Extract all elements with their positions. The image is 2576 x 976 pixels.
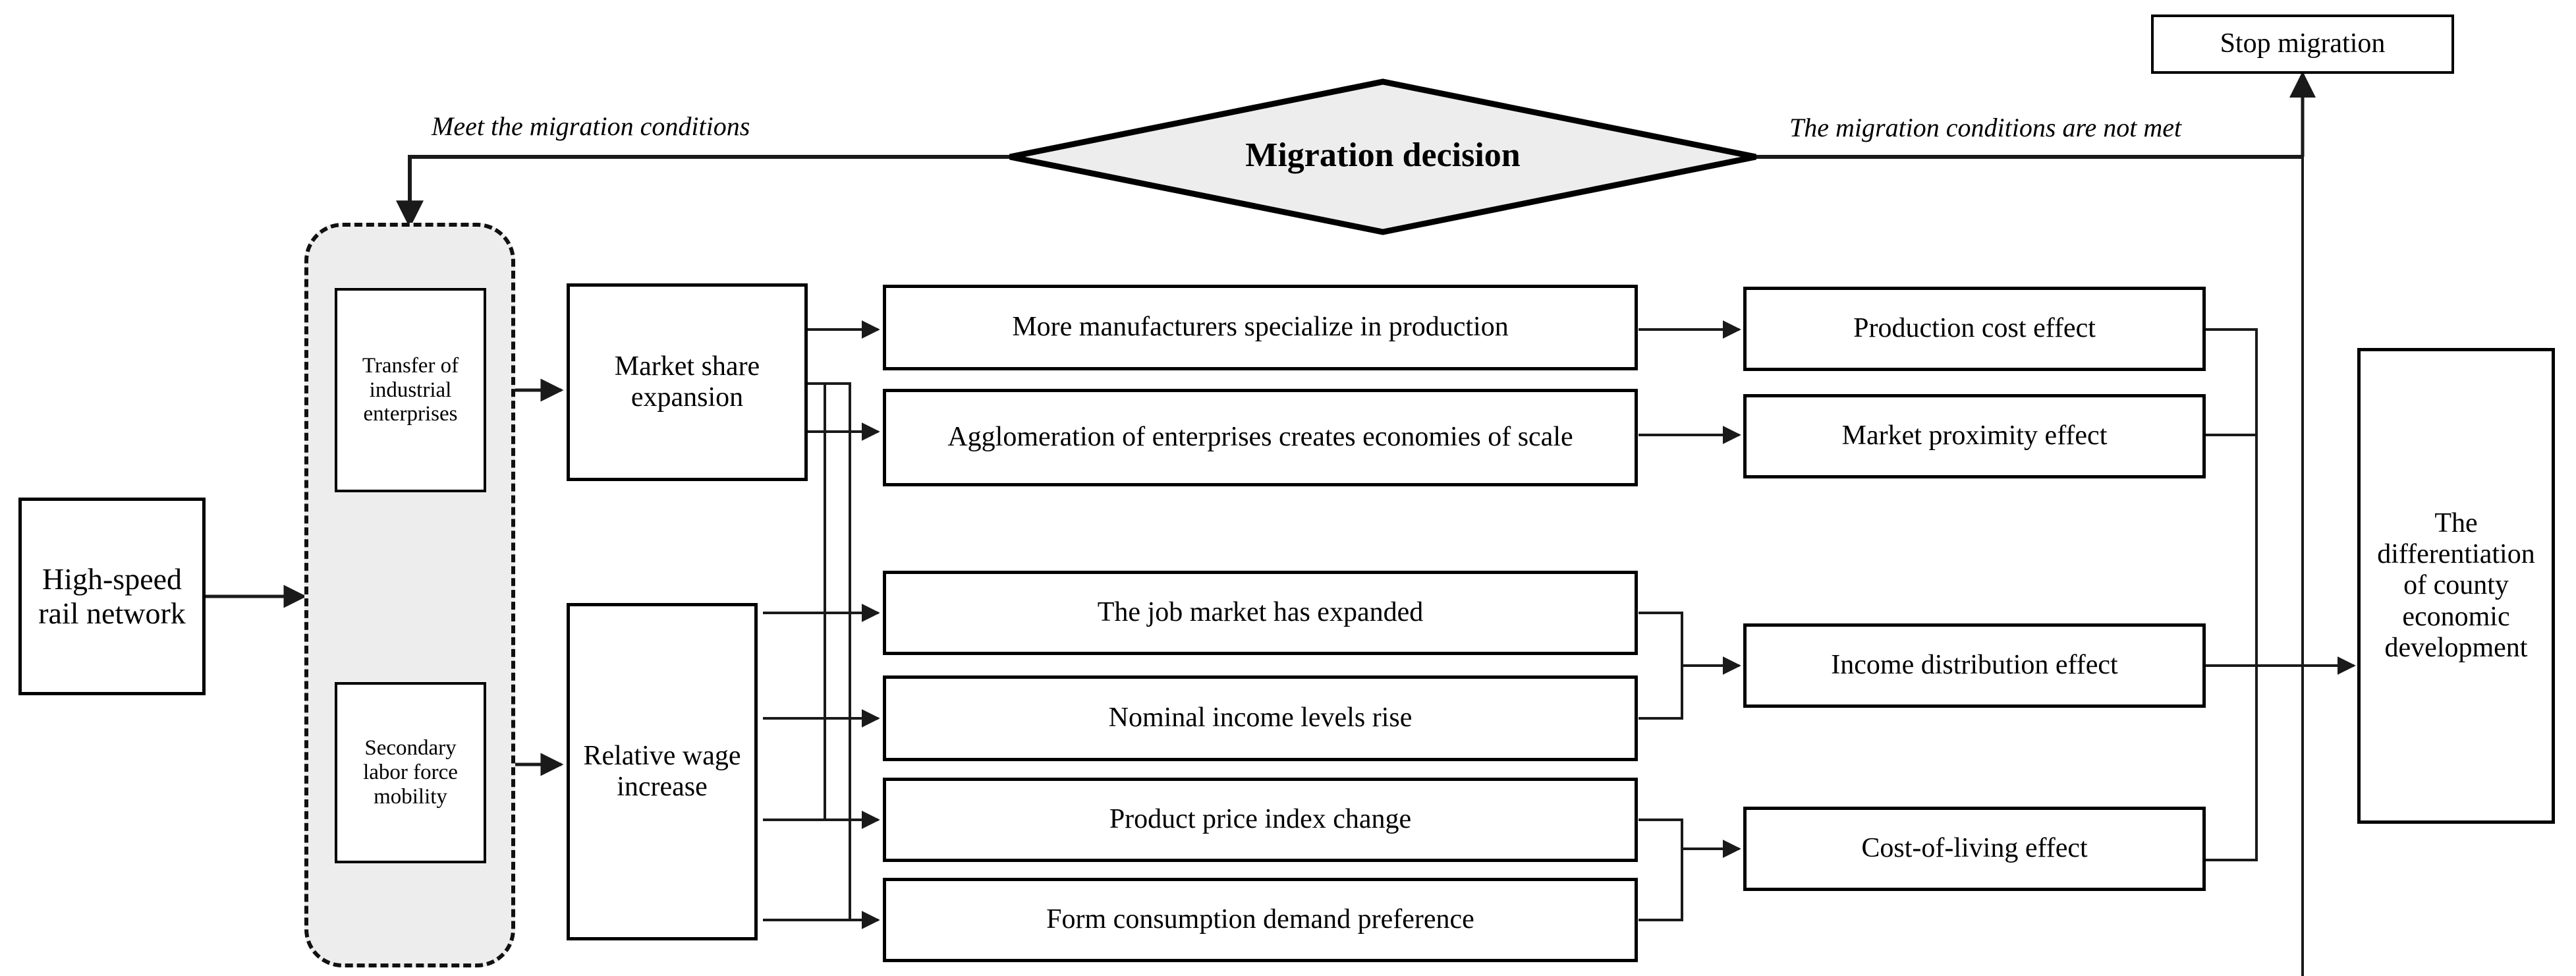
- node-more-manufacturers-specialize[interactable]: More manufacturers specialize in product…: [883, 285, 1638, 370]
- node-transfer-of-industrial-enterprises[interactable]: Transfer of industrial enterprises: [335, 288, 486, 492]
- node-agglomeration-economies-of-scale[interactable]: Agglomeration of enterprises creates eco…: [883, 389, 1638, 486]
- node-label: Income distribution effect: [1831, 650, 2118, 681]
- edge-label-meet-conditions: Meet the migration conditions: [432, 111, 750, 141]
- node-secondary-labor-force-mobility[interactable]: Secondary labor force mobility: [335, 682, 486, 863]
- node-form-consumption-demand-preference[interactable]: Form consumption demand preference: [883, 878, 1638, 962]
- node-label: Form consumption demand preference: [1046, 904, 1474, 935]
- wire-bracket-income: [1638, 612, 1683, 720]
- wire-decision-yes: [396, 155, 1010, 229]
- node-label: Product price index change: [1109, 804, 1412, 835]
- node-product-price-index-change[interactable]: Product price index change: [883, 778, 1638, 862]
- node-cost-of-living-effect[interactable]: Cost-of-living effect: [1743, 807, 2206, 891]
- wire-ms-bus-to-ch5: [808, 382, 880, 829]
- wire-effect-bus-outer: [2206, 328, 2258, 861]
- node-label: Secondary labor force mobility: [363, 736, 458, 809]
- node-label: The differentiation of county economic d…: [2377, 508, 2535, 663]
- node-differentiation-of-county-economic-development[interactable]: The differentiation of county economic d…: [2357, 348, 2555, 824]
- edge-label-conditions-not-met: The migration conditions are not met: [1789, 113, 2182, 142]
- node-relative-wage-increase[interactable]: Relative wage increase: [567, 603, 758, 940]
- node-label: Cost-of-living effect: [1861, 833, 2088, 864]
- node-market-proximity-effect[interactable]: Market proximity effect: [1743, 394, 2206, 478]
- node-label: Market share expansion: [614, 351, 760, 413]
- node-label: The job market has expanded: [1097, 597, 1424, 628]
- wire-ms-bus-to-ch6: [808, 382, 880, 929]
- node-label: Nominal income levels rise: [1108, 703, 1413, 733]
- node-label: Market proximity effect: [1841, 420, 2108, 451]
- node-label: High-speed rail network: [38, 562, 186, 630]
- node-label: Relative wage increase: [583, 740, 741, 802]
- node-production-cost-effect[interactable]: Production cost effect: [1743, 287, 2206, 371]
- node-label: Stop migration: [2220, 28, 2386, 59]
- node-label: Transfer of industrial enterprises: [362, 353, 459, 426]
- node-label: Production cost effect: [1853, 313, 2096, 344]
- wire-bracket-cost: [1638, 818, 1683, 921]
- node-migration-decision[interactable]: Migration decision: [1007, 78, 1759, 236]
- node-label: Agglomeration of enterprises creates eco…: [947, 422, 1573, 453]
- node-label: More manufacturers specialize in product…: [1012, 312, 1509, 343]
- node-high-speed-rail-network[interactable]: High-speed rail network: [18, 498, 206, 695]
- decision-label: Migration decision: [1245, 136, 1521, 174]
- node-income-distribution-effect[interactable]: Income distribution effect: [1743, 623, 2206, 708]
- node-market-share-expansion[interactable]: Market share expansion: [567, 283, 808, 481]
- node-stop-migration[interactable]: Stop migration: [2151, 14, 2454, 74]
- node-nominal-income-levels-rise[interactable]: Nominal income levels rise: [883, 675, 1638, 761]
- node-job-market-expanded[interactable]: The job market has expanded: [883, 571, 1638, 655]
